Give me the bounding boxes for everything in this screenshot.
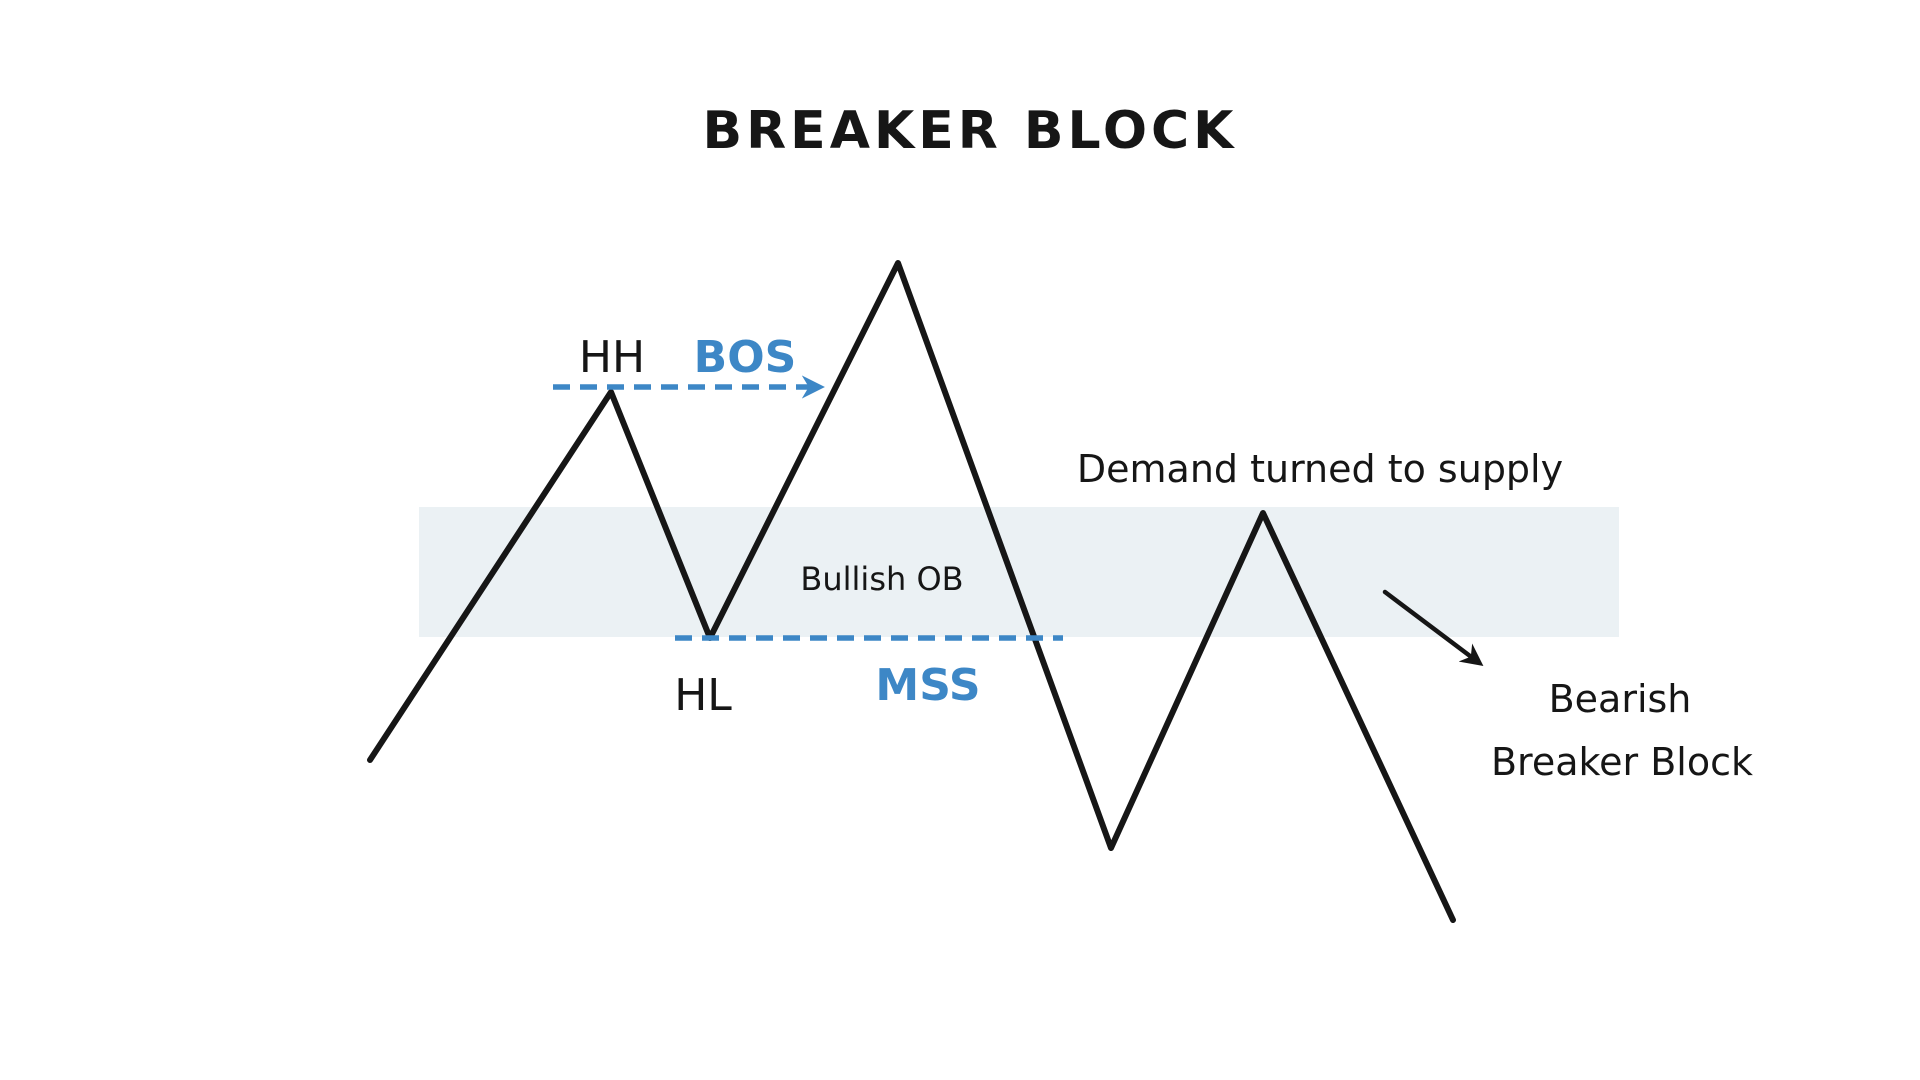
- diagram-title: BREAKER BLOCK: [703, 101, 1238, 161]
- demand-to-supply-label: Demand turned to supply: [1077, 447, 1563, 491]
- higher-high-label: HH: [579, 332, 645, 383]
- bearish-pointer-arrow: [1382, 589, 1484, 667]
- bos-label: BOS: [694, 332, 797, 383]
- bullish-ob-label: Bullish OB: [800, 560, 963, 598]
- price-action-line: [367, 260, 1456, 923]
- bearish-breaker-label-line1: Bearish: [1549, 677, 1692, 721]
- order-block-zone: [419, 507, 1619, 637]
- higher-low-label: HL: [674, 670, 732, 721]
- bearish-breaker-label-line2: Breaker Block: [1491, 740, 1753, 784]
- mss-label: MSS: [875, 660, 980, 711]
